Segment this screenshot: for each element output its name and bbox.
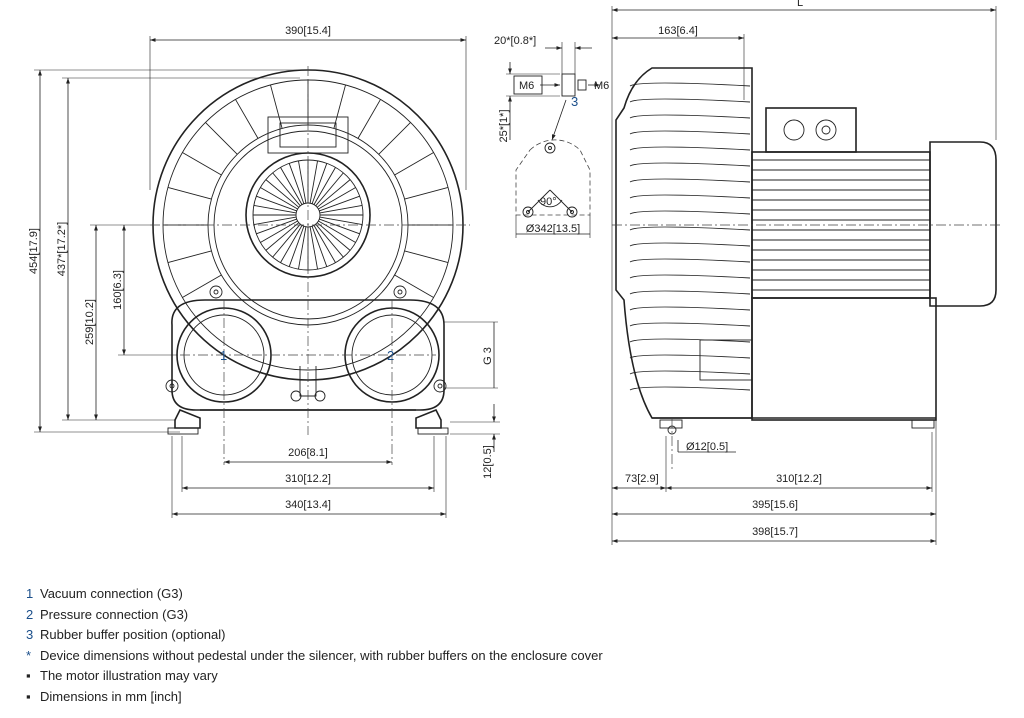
legend-item: 3 Rubber buffer position (optional) — [26, 626, 786, 647]
legend-text: Vacuum connection (G3) — [40, 586, 183, 601]
side-cooling-fins — [629, 82, 751, 391]
legend-key: ▪ — [26, 688, 31, 704]
dim-foot-spacing: 310[12.2] — [285, 473, 331, 485]
label-pressure: 2 — [387, 348, 394, 363]
bolt-left-label: M6 — [519, 80, 534, 92]
legend-item: 1 Vacuum connection (G3) — [26, 585, 786, 606]
label-vacuum: 1 — [220, 348, 227, 363]
legend-text: The motor illustration may vary — [40, 668, 218, 684]
legend-key: 3 — [26, 627, 34, 643]
legend-text: Dimensions in mm [inch] — [40, 688, 182, 704]
front-view — [150, 66, 470, 465]
legend: 1 Vacuum connection (G3) 2 Pressure connect… — [26, 585, 786, 709]
legend-key: ▪ — [26, 668, 31, 684]
dim-offset-side: 25*[1*] — [498, 109, 510, 142]
dim-foot-height: 12[0.5] — [482, 445, 494, 479]
legend-key: * — [26, 647, 32, 663]
dim-L: L — [797, 0, 803, 9]
dim-foot-offset: 73[2.9] — [625, 473, 659, 485]
legend-key: 1 — [26, 586, 34, 601]
side-dimensions: L 163[6.4] Ø12[0.5] 73[2.9] 310[12.2] 39… — [611, 0, 997, 545]
dim-axis-height: 259[10.2] — [84, 299, 96, 345]
dim-offset-top: 20*[0.8*] — [494, 35, 536, 47]
buffer-detail: 20*[0.8*] M6 M6 3 25*[1*] 90° Ø342[13.5] — [494, 35, 609, 238]
legend-text: Pressure connection (G3) — [40, 606, 189, 622]
fan-grille — [253, 160, 363, 270]
legend-item: ▪ The motor illustration may vary — [26, 667, 786, 688]
legend-item: * Device dimensions without pedestal unde… — [26, 647, 786, 668]
dim-diameter: Ø342[13.5] — [526, 223, 580, 235]
dim-length-395: 395[15.6] — [752, 499, 798, 511]
dim-port-offset: 160[6.3] — [112, 270, 124, 310]
angle-label: 90° — [540, 196, 557, 208]
legend-text: Rubber buffer position (optional) — [40, 627, 226, 643]
legend-text: Device dimensions without pedestal under… — [40, 647, 603, 663]
legend-item: 2 Pressure connection (G3) — [26, 606, 786, 627]
dim-height-star: 437*[17.2*] — [56, 222, 68, 276]
dim-side-foot-spacing: 310[12.2] — [776, 473, 822, 485]
dim-top-width: 390[15.4] — [285, 25, 331, 37]
technical-drawing: 390[15.4] 454[17.9] 437*[17.2*] 259[10.2… — [28, 0, 1000, 545]
bolt-right-label: M6 — [594, 80, 609, 92]
legend-key: 2 — [26, 606, 34, 622]
dim-port-spacing: 206[8.1] — [288, 447, 328, 459]
motor-fins — [752, 159, 930, 291]
side-view — [612, 67, 1000, 470]
dim-thread: G 3 — [482, 347, 494, 365]
dim-hole: Ø12[0.5] — [686, 441, 728, 453]
dim-length-398: 398[15.7] — [752, 526, 798, 538]
label-buffer: 3 — [571, 94, 578, 109]
dim-base-width: 340[13.4] — [285, 499, 331, 511]
dim-height-total: 454[17.9] — [28, 228, 40, 274]
dim-depth-top: 163[6.4] — [658, 25, 698, 37]
legend-item: ▪ Dimensions in mm [inch] — [26, 688, 786, 709]
front-dimensions: 390[15.4] 454[17.9] 437*[17.2*] 259[10.2… — [28, 25, 500, 518]
